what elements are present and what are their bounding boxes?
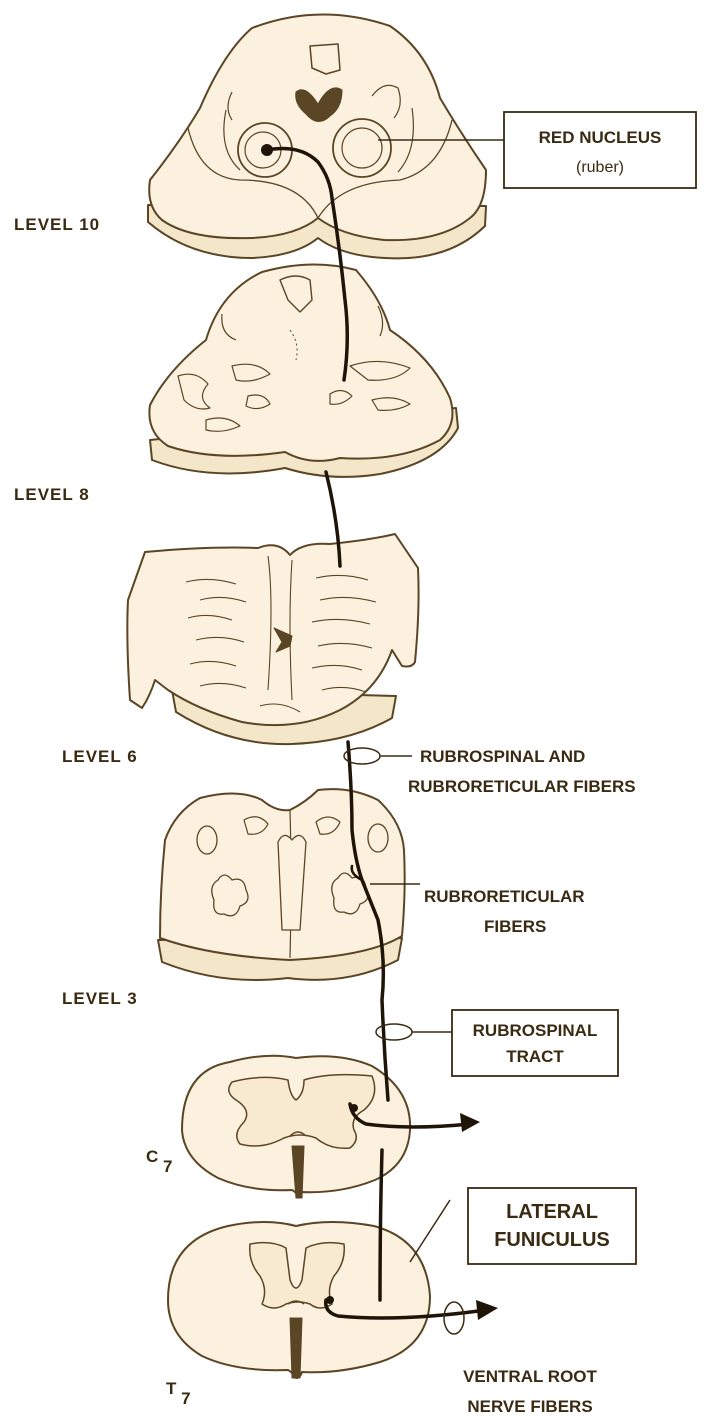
section-level-6 — [127, 534, 418, 744]
c7-collateral-dot — [350, 1104, 358, 1112]
rubrospinal-tract-box — [452, 1010, 618, 1076]
label-level-6: LEVEL 6 — [62, 747, 138, 766]
ventral-root-label-line1: VENTRAL ROOT — [463, 1367, 597, 1386]
section-level-10 — [148, 14, 486, 258]
label-t7-base: T — [166, 1379, 177, 1398]
lateral-funiculus-label-line1: LATERAL — [506, 1201, 598, 1223]
rubrospinal-rubroreticular-label-line1: RUBROSPINAL AND — [420, 747, 585, 766]
rubroreticular-fibers-label-line2: FIBERS — [484, 917, 546, 936]
c7-arrowhead — [460, 1113, 480, 1132]
label-boxes — [452, 112, 696, 1264]
red-nucleus-label-line1: RED NUCLEUS — [539, 128, 662, 147]
label-c7-base: C — [146, 1147, 158, 1166]
red-nucleus-label-line2: (ruber) — [576, 159, 624, 176]
label-level-8: LEVEL 8 — [14, 485, 90, 504]
label-c7: C 7 — [146, 1147, 172, 1176]
t7-collateral-dot — [326, 1296, 334, 1304]
lateral-funiculus-box — [468, 1188, 636, 1264]
label-level-3: LEVEL 3 — [62, 989, 138, 1008]
lateral-funiculus-label-line2: FUNICULUS — [494, 1229, 610, 1251]
ventral-root-label-line2: NERVE FIBERS — [467, 1397, 592, 1416]
label-level-10: LEVEL 10 — [14, 215, 100, 234]
red-nucleus-dot — [261, 144, 273, 156]
rubrospinal-rubroreticular-label-line2: RUBRORETICULAR FIBERS — [408, 777, 636, 796]
rubrospinal-tract-label-line1: RUBROSPINAL — [473, 1021, 598, 1040]
section-t7 — [168, 1222, 430, 1378]
label-c7-sub: 7 — [163, 1157, 172, 1176]
rubrospinal-tract-label-line2: TRACT — [506, 1047, 564, 1066]
t7-arrowhead — [476, 1300, 498, 1320]
section-level-3 — [158, 789, 405, 980]
section-level-8 — [149, 264, 458, 476]
red-nucleus-box — [504, 112, 696, 188]
label-t7: T 7 — [166, 1379, 191, 1408]
label-t7-sub: 7 — [181, 1389, 190, 1408]
rubroreticular-fibers-label-line1: RUBRORETICULAR — [424, 887, 585, 906]
